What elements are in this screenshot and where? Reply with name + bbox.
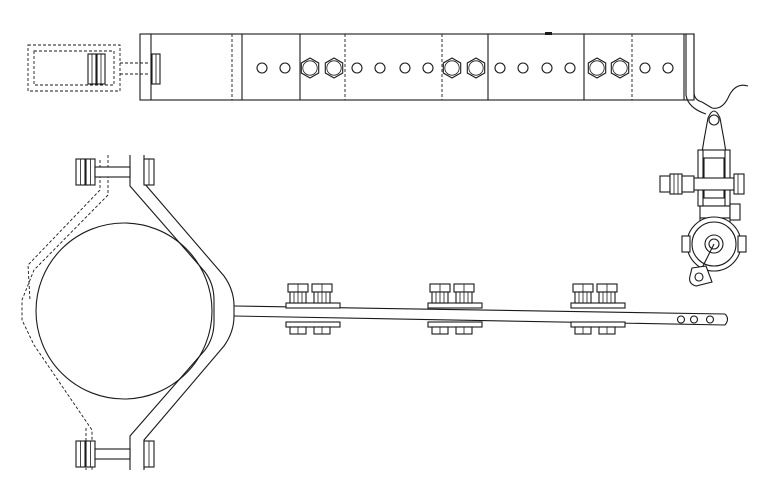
top-bar-hole [399,62,411,74]
top-bar-hole [662,62,674,74]
phantom-clamp [21,155,109,470]
top-bar-hole [541,62,553,74]
top-bar-hole [256,62,268,74]
top-bar-hole [564,62,576,74]
top-bar-assembly [27,32,749,115]
top-bar-nut [610,57,630,79]
bar-clamp [427,283,483,335]
bar-clamp [570,283,626,335]
hanger-bolt-upper [659,173,745,195]
lower-bar-assembly [233,283,729,335]
hanger-link [697,110,731,207]
top-bar-nuts [300,57,630,79]
clamp-bolt [75,158,155,186]
top-left-bolt [87,53,161,85]
top-bar-hole [517,62,529,74]
lower-bar-clamps [285,283,626,335]
top-bar-nut [324,57,344,79]
top-bar-hole [422,62,434,74]
top-bar-nut [442,57,462,79]
hook [685,33,749,115]
top-phantom-bracket [27,44,150,92]
hanger-assembly [659,110,747,287]
end-hole [676,315,686,324]
clamp-bolt [75,440,155,468]
top-bar-hole [494,62,506,74]
end-hole [689,315,699,324]
bar-clamp [285,283,341,335]
top-bar-nut [300,57,320,79]
hanger-shackle [681,216,747,287]
pipe-clamp-assembly [21,155,235,470]
clamp-strap [129,155,235,470]
clamp-bolts [75,158,155,468]
top-bar-hole [374,62,386,74]
top-bar-nut [587,57,607,79]
top-bar-hole [279,62,291,74]
top-bar-hole [639,62,651,74]
end-hole [705,315,715,324]
top-bar-holes [256,62,674,74]
pipe [35,222,213,400]
top-bar-hole [351,62,363,74]
top-bar-nut [466,57,486,79]
lower-bar-end-holes [676,315,715,324]
